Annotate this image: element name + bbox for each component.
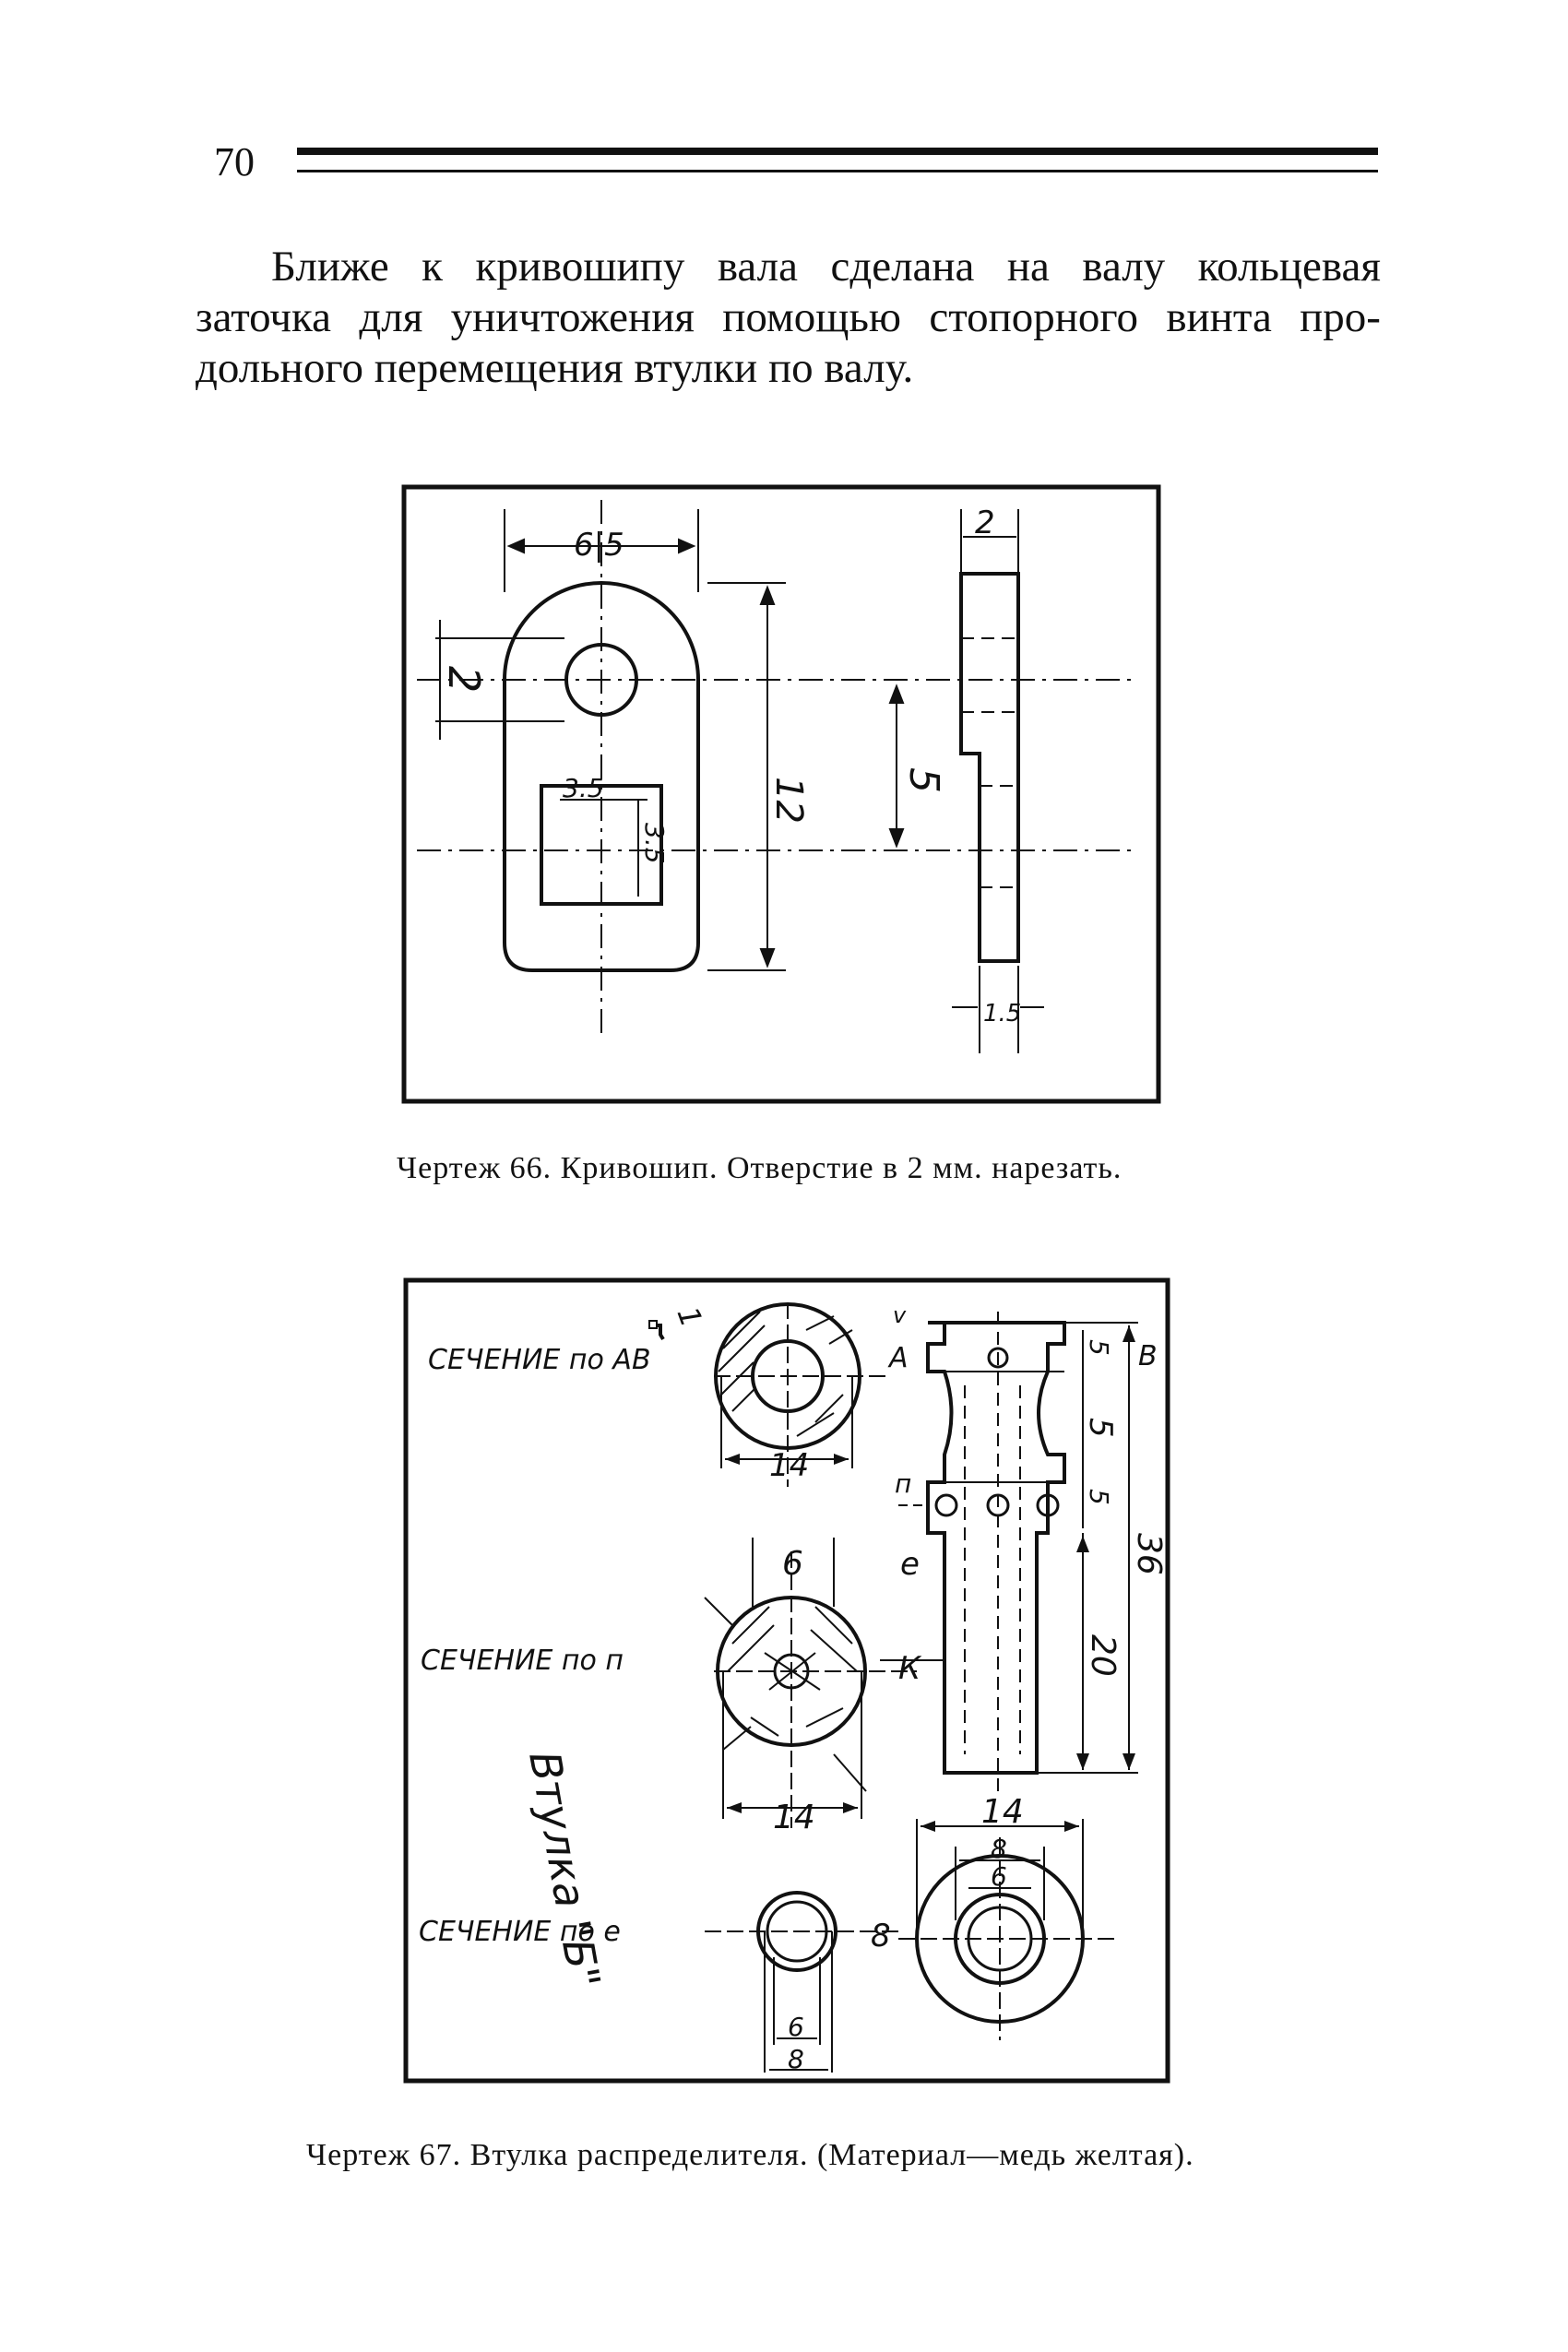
- fig66-dimension-lines: [435, 509, 1044, 1053]
- figure-66-caption: Чертеж 66. Кривошип. Отверстие в 2 мм. н…: [397, 1151, 1123, 1185]
- page-number: 70: [214, 139, 255, 184]
- fig66-dim-square-h: 3.5: [639, 823, 670, 864]
- fig66-dim-thickness-top: 2: [975, 505, 995, 541]
- fig67-letter-8: 8: [871, 1918, 891, 1954]
- fig67-letter-n: п: [895, 1468, 911, 1499]
- fig67-letter-v: v: [893, 1302, 907, 1328]
- fig66-dim-square-w: 3.5: [563, 773, 604, 803]
- fig67-dim-8-right: 8: [991, 1834, 1007, 1864]
- fig67-label-section-ab: СЕЧЕНИЕ по АВ: [428, 1344, 651, 1376]
- figure-67-drawing: СЕЧЕНИЕ по АВ СЕЧЕНИЕ по п СЕЧЕНИЕ по е …: [403, 1277, 1170, 2084]
- fig67-dim-14-top: 14: [769, 1447, 809, 1484]
- fig66-dim-hole: 2: [439, 666, 489, 693]
- fig67-dim-5a: 5: [1084, 1339, 1114, 1356]
- fig67-section-n: [704, 1538, 917, 1828]
- fig67-dim-5b: 5: [1082, 1418, 1119, 1438]
- fig67-letter-e: е: [900, 1546, 920, 1583]
- fig67-label-section-n: СЕЧЕНИЕ по п: [421, 1645, 624, 1677]
- fig67-dim-6: 6: [782, 1545, 803, 1583]
- fig66-square-hole: [540, 784, 663, 906]
- header-rule-thin: [297, 170, 1378, 172]
- fig66-side-view: [959, 572, 1020, 963]
- fig67-letter-B: В: [1138, 1340, 1158, 1372]
- fig67-dim-5c: 5: [1084, 1489, 1114, 1505]
- fig67-dim-14-right: 14: [981, 1793, 1024, 1831]
- fig67-dim-8-bottom: 8: [788, 2044, 804, 2074]
- figure-67-caption: Чертеж 67. Втулка распределителя. (Матер…: [306, 2138, 1194, 2172]
- fig67-dim-total: 36: [1130, 1533, 1168, 1575]
- fig67-end-view: [898, 1819, 1120, 2040]
- fig67-dim-20: 20: [1084, 1634, 1122, 1677]
- fig67-dim-14-mid: 14: [773, 1799, 815, 1836]
- fig67-vertical-label: Втулка "Б": [519, 1748, 610, 1992]
- fig67-frame: [403, 1277, 1170, 2084]
- fig66-center-lines: [417, 500, 1136, 1035]
- fig66-hole: [564, 643, 638, 717]
- fig66-dim-height: 12: [767, 777, 810, 824]
- fig66-crank-outline: [503, 581, 700, 972]
- fig67-bushing-side-view: [648, 1312, 1138, 1791]
- fig67-label-section-e: СЕЧЕНИЕ по е: [419, 1916, 621, 1948]
- fig66-dim-width: 6|5: [574, 527, 624, 564]
- fig66-dim-spacing: 5: [900, 767, 947, 793]
- fig66-frame: [401, 484, 1161, 1104]
- fig67-section-ab: [714, 1302, 889, 1487]
- header-rule-thick: [297, 148, 1378, 155]
- fig67-dim-1: 1: [670, 1302, 709, 1332]
- fig67-letter-K: К: [898, 1650, 922, 1687]
- body-line-3: дольного перемещения втулки по валу.: [196, 344, 914, 392]
- fig67-dim-6-right: 6: [991, 1861, 1007, 1892]
- fig67-letter-A: A: [887, 1342, 909, 1374]
- figure-66-drawing: 6|5 12 5 2 3.5 3.5 2 1.5: [401, 484, 1161, 1104]
- fig67-dim-6-bottom: 6: [788, 2012, 804, 2042]
- fig66-dim-thickness: 1.5: [983, 1000, 1021, 1028]
- fig67-section-e: [705, 1891, 898, 2073]
